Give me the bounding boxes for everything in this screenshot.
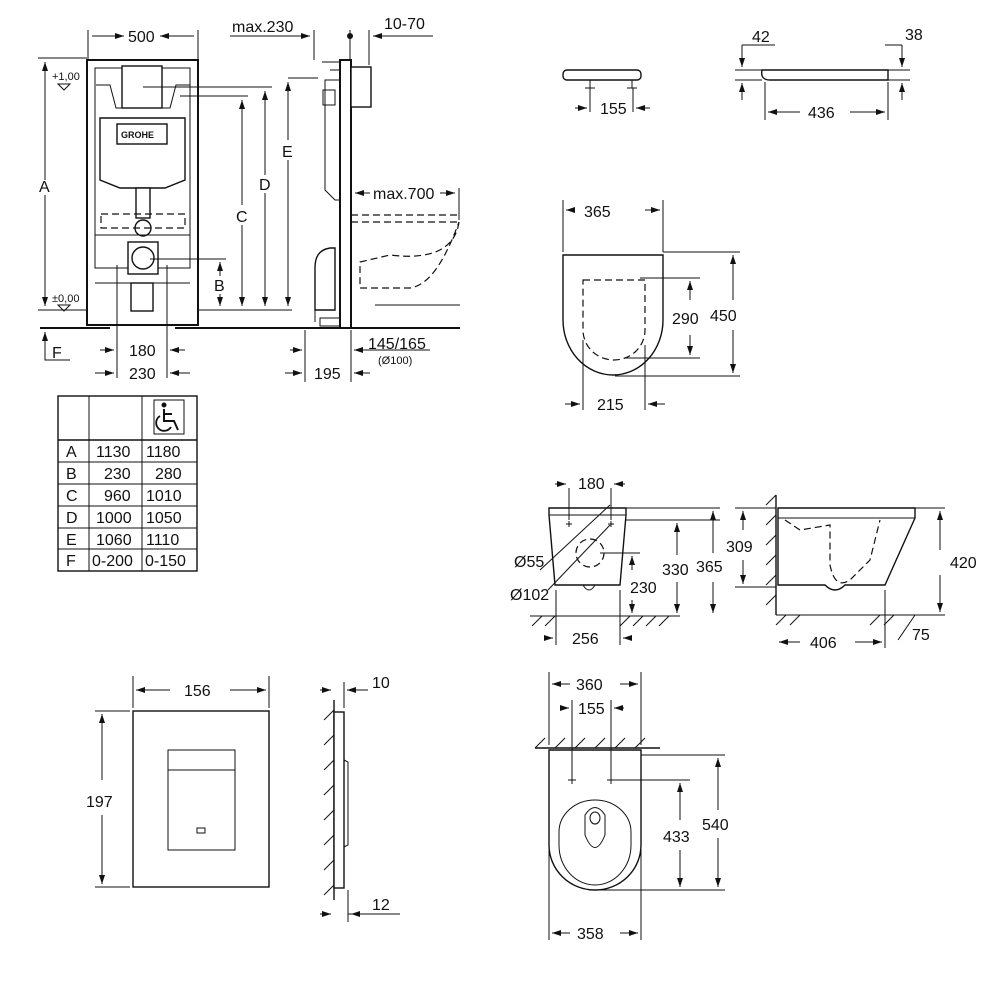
dim-bowl-406: 406: [810, 635, 837, 652]
dim-seat-42: 42: [752, 29, 770, 46]
dim-10-70: 10-70: [384, 16, 425, 33]
dim-seat-436: 436: [808, 105, 835, 122]
label-c: C: [236, 209, 248, 226]
level-zero: ±0,00: [52, 293, 79, 305]
wheelchair-accessible-icon: [153, 399, 185, 435]
row-standard: 1000: [96, 510, 132, 527]
row-standard: 230: [104, 466, 131, 483]
dim-bowl-330: 330: [662, 562, 689, 579]
dim-seat-365: 365: [584, 204, 611, 221]
dim-bowl-230: 230: [630, 580, 657, 597]
dim-bowl-75: 75: [912, 627, 930, 644]
grohe-logo: GROHE: [121, 130, 154, 140]
dim-top-360: 360: [576, 677, 603, 694]
dim-bowl-dia-102: Ø102: [510, 587, 549, 604]
dim-195: 195: [314, 366, 341, 383]
row-accessible: 1110: [146, 532, 179, 549]
label-b: B: [214, 278, 225, 295]
dim-top-358: 358: [577, 926, 604, 943]
dim-bowl-180: 180: [578, 476, 605, 493]
row-accessible: 1010: [146, 488, 182, 505]
row-key: F: [66, 553, 76, 570]
label-a: A: [39, 179, 50, 196]
dim-plate-156: 156: [184, 683, 211, 700]
dim-width-500: 500: [128, 29, 155, 46]
bowl-top-view: 360 155 433 540 358: [534, 672, 729, 943]
row-key: C: [66, 488, 78, 505]
row-standard: 1060: [96, 532, 132, 549]
level-top: +1,00: [52, 71, 80, 83]
dim-top-155: 155: [578, 701, 605, 718]
row-accessible: 0-150: [145, 553, 186, 570]
row-accessible: 1180: [146, 444, 181, 461]
seat-side-view: 155 42 38 436: [562, 27, 923, 122]
dim-180: 180: [129, 343, 156, 360]
dim-plate-10: 10: [372, 675, 390, 692]
row-standard: 960: [104, 488, 131, 505]
dim-bowl-256: 256: [572, 631, 599, 648]
row-standard: 1130: [96, 444, 131, 461]
dim-max-700: max.700: [373, 186, 434, 203]
flush-plate-front-view: 156 197: [86, 676, 270, 888]
dim-top-540: 540: [702, 817, 729, 834]
dim-bowl-309: 309: [726, 539, 753, 556]
frame-side-view: max.230 10-70 E max.700 145/165 (Ø100) 1…: [230, 16, 460, 383]
dim-bowl-dia-55: Ø55: [514, 554, 544, 571]
dim-max-230: max.230: [232, 19, 293, 36]
dim-plate-12: 12: [372, 897, 390, 914]
dim-top-433: 433: [663, 829, 690, 846]
dim-seat-215: 215: [597, 397, 624, 414]
label-e: E: [282, 144, 293, 161]
flush-plate-side-view: 10 12: [320, 675, 400, 922]
dim-seat-38: 38: [905, 27, 923, 44]
row-key: A: [66, 444, 77, 461]
dim-plate-197: 197: [86, 794, 113, 811]
label-f: F: [52, 345, 62, 362]
row-key: E: [66, 532, 77, 549]
pipe-diameter: (Ø100): [378, 355, 412, 367]
dim-bowl-365: 365: [696, 559, 723, 576]
dim-230: 230: [129, 366, 156, 383]
bowl-front-view: 180 Ø55 Ø102 230 330 365 256: [510, 476, 723, 648]
frame-front-view: 500 GROHE +1,00 ±0,00 A B C D F 180 230: [38, 29, 460, 383]
row-key: B: [66, 466, 77, 483]
dimension-table: A 1130 1180 B 230 280 C 960 1010 D 1000 …: [57, 395, 198, 572]
row-accessible: 1050: [146, 510, 182, 527]
row-key: D: [66, 510, 78, 527]
seat-top-view: 365 290 450 215: [562, 200, 740, 414]
bowl-side-view: 309 420 406 75: [726, 494, 977, 652]
dim-seat-290: 290: [672, 311, 699, 328]
dim-bowl-420: 420: [950, 555, 977, 572]
dim-145-165: 145/165: [368, 336, 426, 353]
dim-seat-450: 450: [710, 308, 737, 325]
dim-seat-155: 155: [600, 101, 627, 118]
row-accessible: 280: [155, 466, 182, 483]
row-standard: 0-200: [92, 553, 133, 570]
label-d: D: [259, 177, 271, 194]
